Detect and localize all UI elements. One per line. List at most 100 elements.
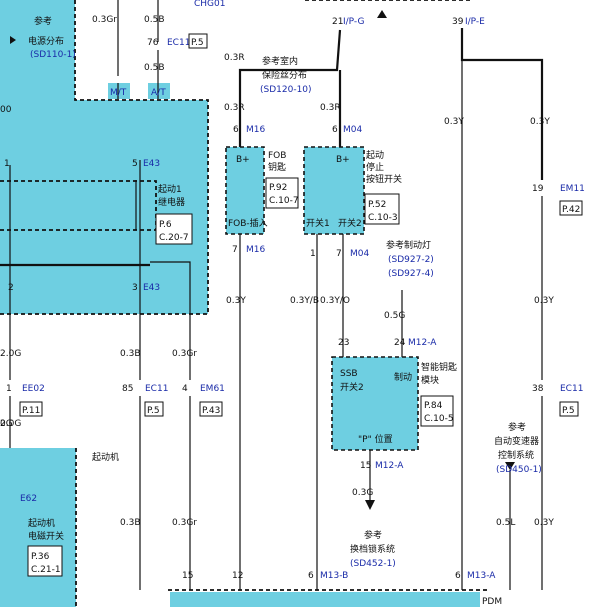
label-39: 39: [452, 17, 464, 27]
refbox-p11: [19, 401, 43, 417]
label-2: 2: [8, 283, 14, 293]
label-03r-a: 0.3R: [224, 53, 245, 63]
note-fuse-l1: 参考室内: [262, 55, 298, 67]
power-distribution-block: [0, 0, 75, 100]
label-85: 85: [122, 384, 133, 394]
start-btn-name-l2: 停止: [366, 161, 384, 173]
wire-ip-e: [460, 28, 544, 180]
power-dist-outline: [0, 0, 209, 315]
connector-m12a-a: M12-A: [408, 338, 437, 348]
starter-sw-name-l2: 电磁开关: [28, 530, 64, 542]
relay1-page: P.6: [159, 220, 172, 230]
note-fuse-l2: 保险丝分布: [262, 69, 307, 81]
note-edge-0g: 0G: [0, 419, 13, 429]
starter-sw-page: P.36: [31, 552, 50, 562]
note-at-l3: 控制系统: [498, 449, 534, 461]
relay-inner-outline: [0, 180, 157, 231]
relay-module-block: [0, 100, 208, 314]
wire-03gr-b: [150, 261, 191, 590]
note-power-dist-l2: 电源分布: [28, 35, 64, 47]
note-power-dist-ref: (SD110-1): [30, 50, 76, 60]
label-6d: 6: [455, 571, 461, 581]
start-btn-sw1: 开关1: [306, 217, 330, 229]
connector-m16-b: M16: [246, 245, 265, 255]
smart-key-module-component: [331, 356, 419, 451]
connector-at: A/T: [151, 88, 166, 98]
smart-key-page: P.84: [424, 401, 443, 411]
label-03gr-b: 0.3Gr: [172, 349, 197, 359]
label-4: 4: [182, 384, 188, 394]
connector-mt: M/T: [110, 88, 127, 98]
label-21: 21: [332, 17, 343, 27]
connector-chg01: CHG01: [194, 0, 225, 9]
arrow-power-dist: [10, 36, 16, 44]
label-03y-b: 0.3Y: [530, 117, 550, 127]
fob-name-l2: 钥匙: [268, 161, 286, 173]
label-03yo: 0.3Y/O: [320, 296, 350, 306]
label-15a: 15: [360, 461, 371, 471]
label-1c: 1: [6, 384, 12, 394]
arrow-p-pos: [365, 500, 375, 510]
label-20g-b: 2.0G: [0, 419, 21, 429]
label-24: 24: [394, 338, 406, 348]
smart-key-refbox: [420, 395, 454, 427]
page-ref-p5-c: P.5: [562, 406, 575, 416]
note-lock-l2: 换档锁系统: [350, 543, 395, 555]
note-power-dist-l1: 参考: [34, 15, 52, 27]
smart-key-name-l1: 智能钥匙: [421, 361, 457, 373]
at-tab: [148, 83, 170, 99]
note-starter: 起动机: [92, 451, 119, 463]
label-20g: 2.0G: [0, 349, 21, 359]
label-03b-a: 0.3B: [120, 349, 141, 359]
note-at-l2: 自动变速器: [494, 435, 539, 447]
starter-sw-refbox: [27, 545, 63, 577]
fob-code: C.10-7: [269, 196, 299, 206]
label-6a: 6: [233, 125, 239, 135]
page-ref-p5-top: P.5: [191, 38, 204, 48]
label-7b: 7: [336, 249, 342, 259]
label-03y-d: 0.3Y: [534, 296, 554, 306]
smart-key-name-l2: 模块: [421, 374, 439, 386]
relay1-refbox: [155, 213, 193, 245]
page-ref-p11: P.11: [22, 406, 40, 416]
note-brake-lamp-ref2: (SD927-4): [388, 269, 434, 279]
fob-name-l1: FOB: [268, 151, 286, 161]
start-btn-refbox: [364, 193, 400, 225]
label-19: 19: [532, 184, 544, 194]
connector-m12a-b: M12-A: [375, 461, 404, 471]
bottom-bus-fill: [170, 592, 480, 607]
arrow-05l: [505, 462, 515, 470]
start-btn-name-l1: 起动: [366, 150, 384, 161]
connector-m16-a: M16: [246, 125, 265, 135]
note-lock-ref: (SD452-1): [350, 559, 396, 569]
refbox-p43: [199, 401, 223, 417]
connector-em11: EM11: [560, 184, 585, 194]
refbox-p5-c: [559, 401, 579, 417]
page-ref-p5-b: P.5: [147, 406, 160, 416]
label-12: 12: [232, 571, 243, 581]
label-05b-2: 0.5B: [144, 63, 165, 73]
start-stop-button-component: [303, 146, 365, 235]
label-03g: 0.3G: [352, 488, 373, 498]
label-3: 3: [132, 283, 138, 293]
label-03y-e: 0.3Y: [534, 518, 554, 528]
label-1b: 1: [310, 249, 316, 259]
smart-key-ssb: SSB: [340, 369, 358, 379]
connector-m13a: M13-A: [467, 571, 496, 581]
label-7a: 7: [232, 245, 238, 255]
connector-ip-e: I/P-E: [465, 17, 485, 27]
starter-sw-name-l1: 起动机: [28, 517, 55, 529]
wire-03r-fob: [238, 29, 342, 147]
fob-refbox: [265, 177, 299, 209]
label-03b-b: 0.3B: [120, 518, 141, 528]
page-ref-p42: P.42: [562, 205, 580, 215]
label-03y-c: 0.3Y: [226, 296, 246, 306]
connector-ee02: EE02: [22, 384, 45, 394]
label-03r-b: 0.3R: [224, 103, 245, 113]
connector-ip-g: I/P-G: [343, 17, 364, 27]
refbox-p42: [559, 200, 583, 216]
relay1-code: C.20-7: [159, 233, 189, 243]
smart-key-p-pos: "P" 位置: [358, 433, 393, 445]
connector-e43-b: E43: [143, 283, 160, 293]
label-76: 76: [147, 38, 159, 48]
